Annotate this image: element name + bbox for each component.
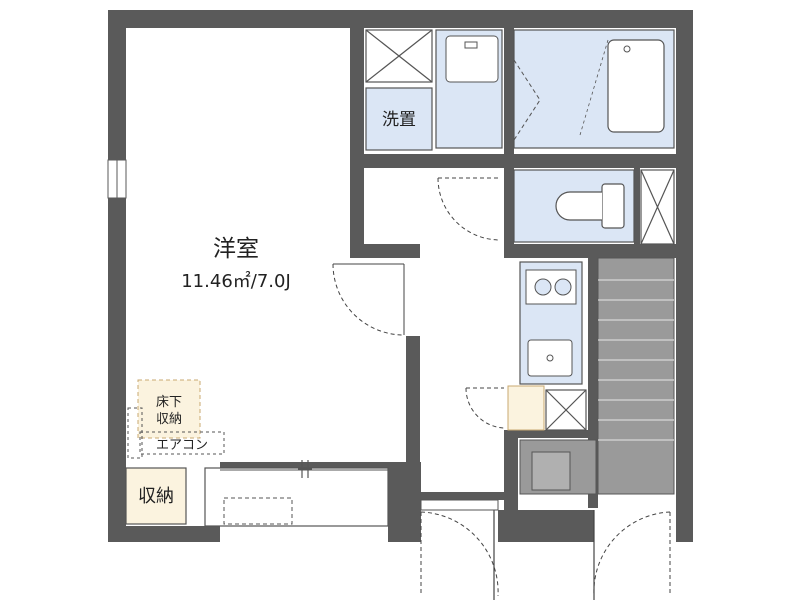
- washroom-label: 洗置: [382, 110, 416, 130]
- storage-label: 収納: [138, 486, 174, 507]
- door-washroom: [437, 177, 501, 241]
- bath-drain-icon: [623, 45, 631, 53]
- underfloor-storage: 床下 収納: [137, 379, 201, 439]
- door-entrance-left: [420, 510, 499, 600]
- underfloor-label-2: 収納: [156, 412, 182, 427]
- shoe-cabinet: [519, 439, 597, 495]
- washing-machine-space: 洗置: [365, 87, 433, 151]
- entrance-threshold: [420, 499, 499, 511]
- door-western-room: [332, 263, 405, 336]
- aircon-label: エアコン: [156, 438, 208, 453]
- kitchen-sink: [527, 339, 573, 377]
- fridge-space: [507, 385, 545, 431]
- interior-walls: [220, 28, 676, 510]
- storage-cabinet-kitchen: [545, 389, 587, 431]
- storage-cabinet-top: [365, 29, 433, 83]
- storage-closet: 収納: [125, 467, 187, 525]
- toilet: [513, 169, 635, 243]
- outer-walls: [108, 10, 693, 542]
- room-name: 洋室: [213, 236, 259, 262]
- room-area: 11.46㎡/7.0J: [181, 270, 291, 292]
- washbasin: [435, 29, 503, 149]
- kitchen-counter: [519, 261, 583, 385]
- door-entrance-right: [593, 510, 671, 600]
- underfloor-label-1: 床下: [156, 395, 182, 410]
- window-left: [107, 159, 127, 199]
- aircon: エアコン: [127, 407, 225, 459]
- bath-folding-door: [513, 59, 541, 141]
- storage-cabinet-toilet: [640, 169, 675, 245]
- stove-burner-icon: [554, 278, 572, 296]
- sliding-window: [204, 460, 389, 527]
- door-hallway: [465, 387, 505, 429]
- staircase: [597, 257, 675, 495]
- bathtub: [513, 29, 675, 149]
- stove-burner-icon: [534, 278, 552, 296]
